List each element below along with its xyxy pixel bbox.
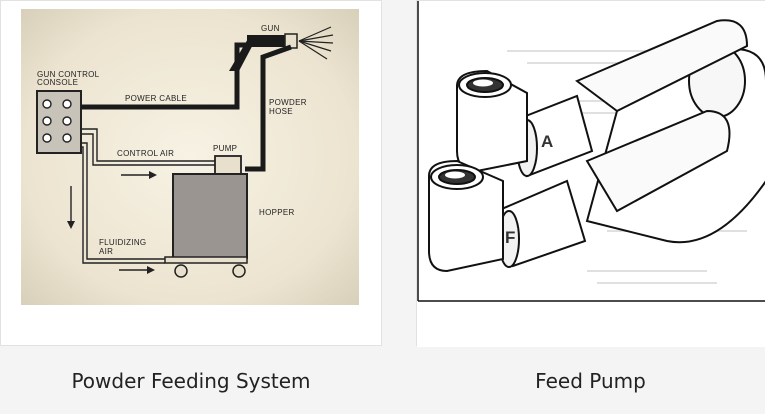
feed-pump-diagram: A F [417, 1, 765, 347]
port-a-label: A [541, 132, 553, 151]
fluidizing-label: FLUIDIZING [99, 238, 146, 247]
fluidizing-air-lines [81, 142, 165, 264]
feed-pump-card[interactable]: A F [416, 0, 765, 347]
power-cable-label: POWER CABLE [125, 94, 187, 103]
powder-feeding-system-card[interactable]: GUN GUN CONTROL CONSOLE POWER CABLE POWD… [0, 0, 382, 346]
powder-feeding-diagram: GUN GUN CONTROL CONSOLE POWER CABLE POWD… [21, 9, 359, 305]
gun-label: GUN [261, 24, 280, 33]
power-cable-line [81, 42, 247, 110]
port-f-label: F [505, 228, 515, 247]
hopper [164, 173, 248, 278]
powder-label: POWDER [269, 98, 307, 107]
control-air-label: CONTROL AIR [117, 149, 174, 158]
fluidizing-arrowhead [147, 266, 155, 274]
hopper-label: HOPPER [259, 208, 295, 217]
pump-body [575, 19, 765, 244]
air-label: AIR [99, 247, 113, 256]
console-label: CONSOLE [37, 78, 78, 87]
port-a-fitting [456, 69, 594, 178]
fluidizing-down-arrowhead [67, 221, 75, 229]
port-f-fitting [428, 159, 587, 273]
powder-hose-line [245, 44, 292, 172]
pump-box [214, 155, 242, 175]
control-air-lines [81, 128, 215, 166]
control-air-arrowhead [149, 171, 157, 179]
powder-feeding-system-caption[interactable]: Powder Feeding System [71, 369, 311, 393]
gun-control-console [36, 90, 82, 154]
pump-label: PUMP [213, 144, 237, 153]
gun-control-label: GUN CONTROL [37, 70, 100, 79]
hose-label: HOSE [269, 107, 293, 116]
feed-pump-caption[interactable]: Feed Pump [535, 369, 646, 393]
